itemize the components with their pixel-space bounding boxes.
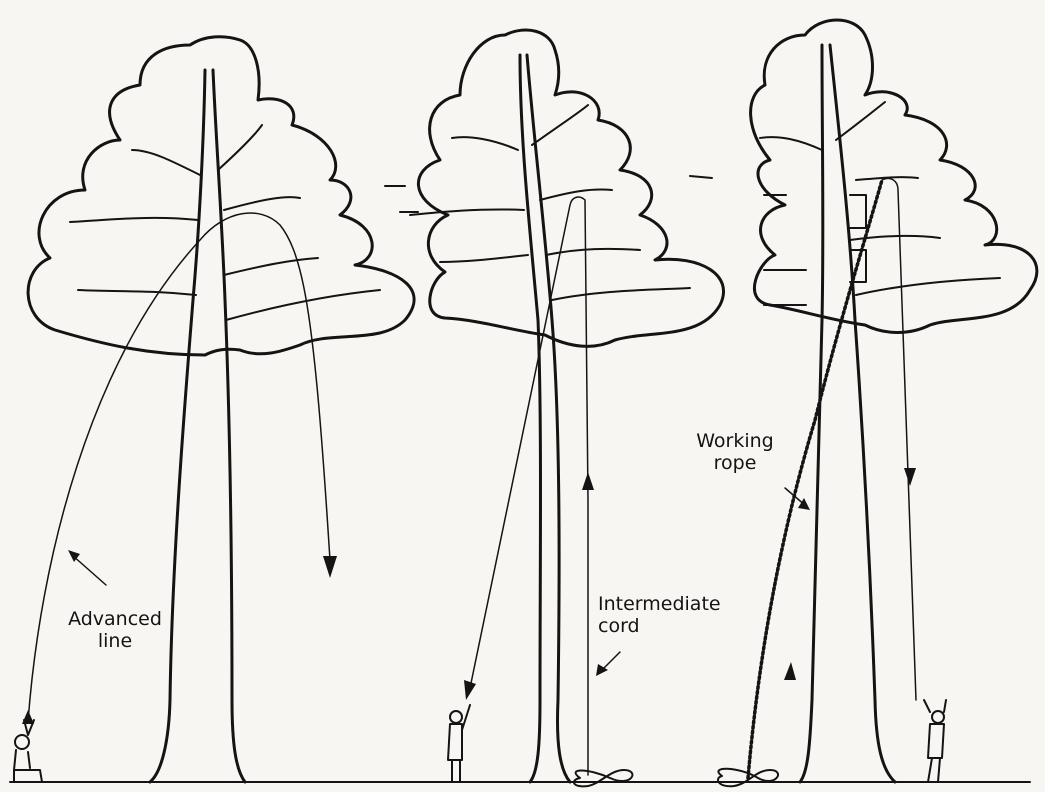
advanced-line-arrow-down [323,556,337,578]
tree-1 [28,37,414,782]
intermediate-cord-label: Intermediate cord [598,593,778,637]
tree-1-branch-2 [218,125,262,170]
intermediate-cord-arrow-up [582,472,594,490]
tree-3-canopy [751,20,1037,333]
working-rope-label: Working rope [680,430,790,474]
tree-3-trunk-left [800,45,823,782]
tree-2-branch-1 [452,137,518,150]
tree-3-trunk-right [830,45,895,782]
tree-3-branch-box-1 [850,195,866,228]
tree-2-branch-4 [540,189,612,200]
advanced-line-label-line-1: Advanced [60,608,170,630]
tree-3-cut-1 [690,176,712,178]
tree-1-branch-6 [224,258,318,275]
tree-3 [690,20,1037,782]
tree-2-branch-5 [440,255,528,262]
tree-3-branch-1 [760,137,822,150]
advanced-line-label-line-2: line [60,630,170,652]
puller-figure-3 [924,700,946,782]
tree-1-branch-5 [78,290,196,295]
tree-1-branch-1 [132,150,200,175]
working-rope-arrow-up [784,662,796,680]
intermediate-cord-label-line-1: Intermediate [598,593,778,615]
line-coil-2 [574,770,633,786]
intermediate-cord-label-line-2: cord [598,615,778,637]
tree-2 [385,30,724,782]
tree-1-branch-3 [70,218,198,222]
intermediate-cord-arrow-down [464,680,476,700]
tree-3-branch-5 [856,278,1000,295]
tree-1-branch-4 [224,197,300,210]
tree-1-trunk-right [213,70,245,782]
tree-2-branch-7 [552,288,690,300]
puller-figure-2 [448,705,470,782]
intermediate-cord [470,197,588,775]
tree-1-trunk-left [150,70,205,782]
advanced-line-label: Advanced line [60,608,170,652]
tree-2-canopy [418,30,723,346]
working-rope-label-line-1: Working [680,430,790,452]
working-rope-arrow-down [904,468,916,486]
tree-2-branch-3 [410,209,524,215]
working-rope-drop [882,178,916,700]
thrower-figure [14,720,42,782]
tree-2-branch-2 [532,105,588,145]
tree-2-trunk-right [527,55,570,782]
tree-1-branch-7 [226,290,380,320]
working-rope-label-line-2: rope [680,452,790,474]
advanced-line-pointer [72,555,106,585]
tree-3-branch-2 [836,102,885,140]
